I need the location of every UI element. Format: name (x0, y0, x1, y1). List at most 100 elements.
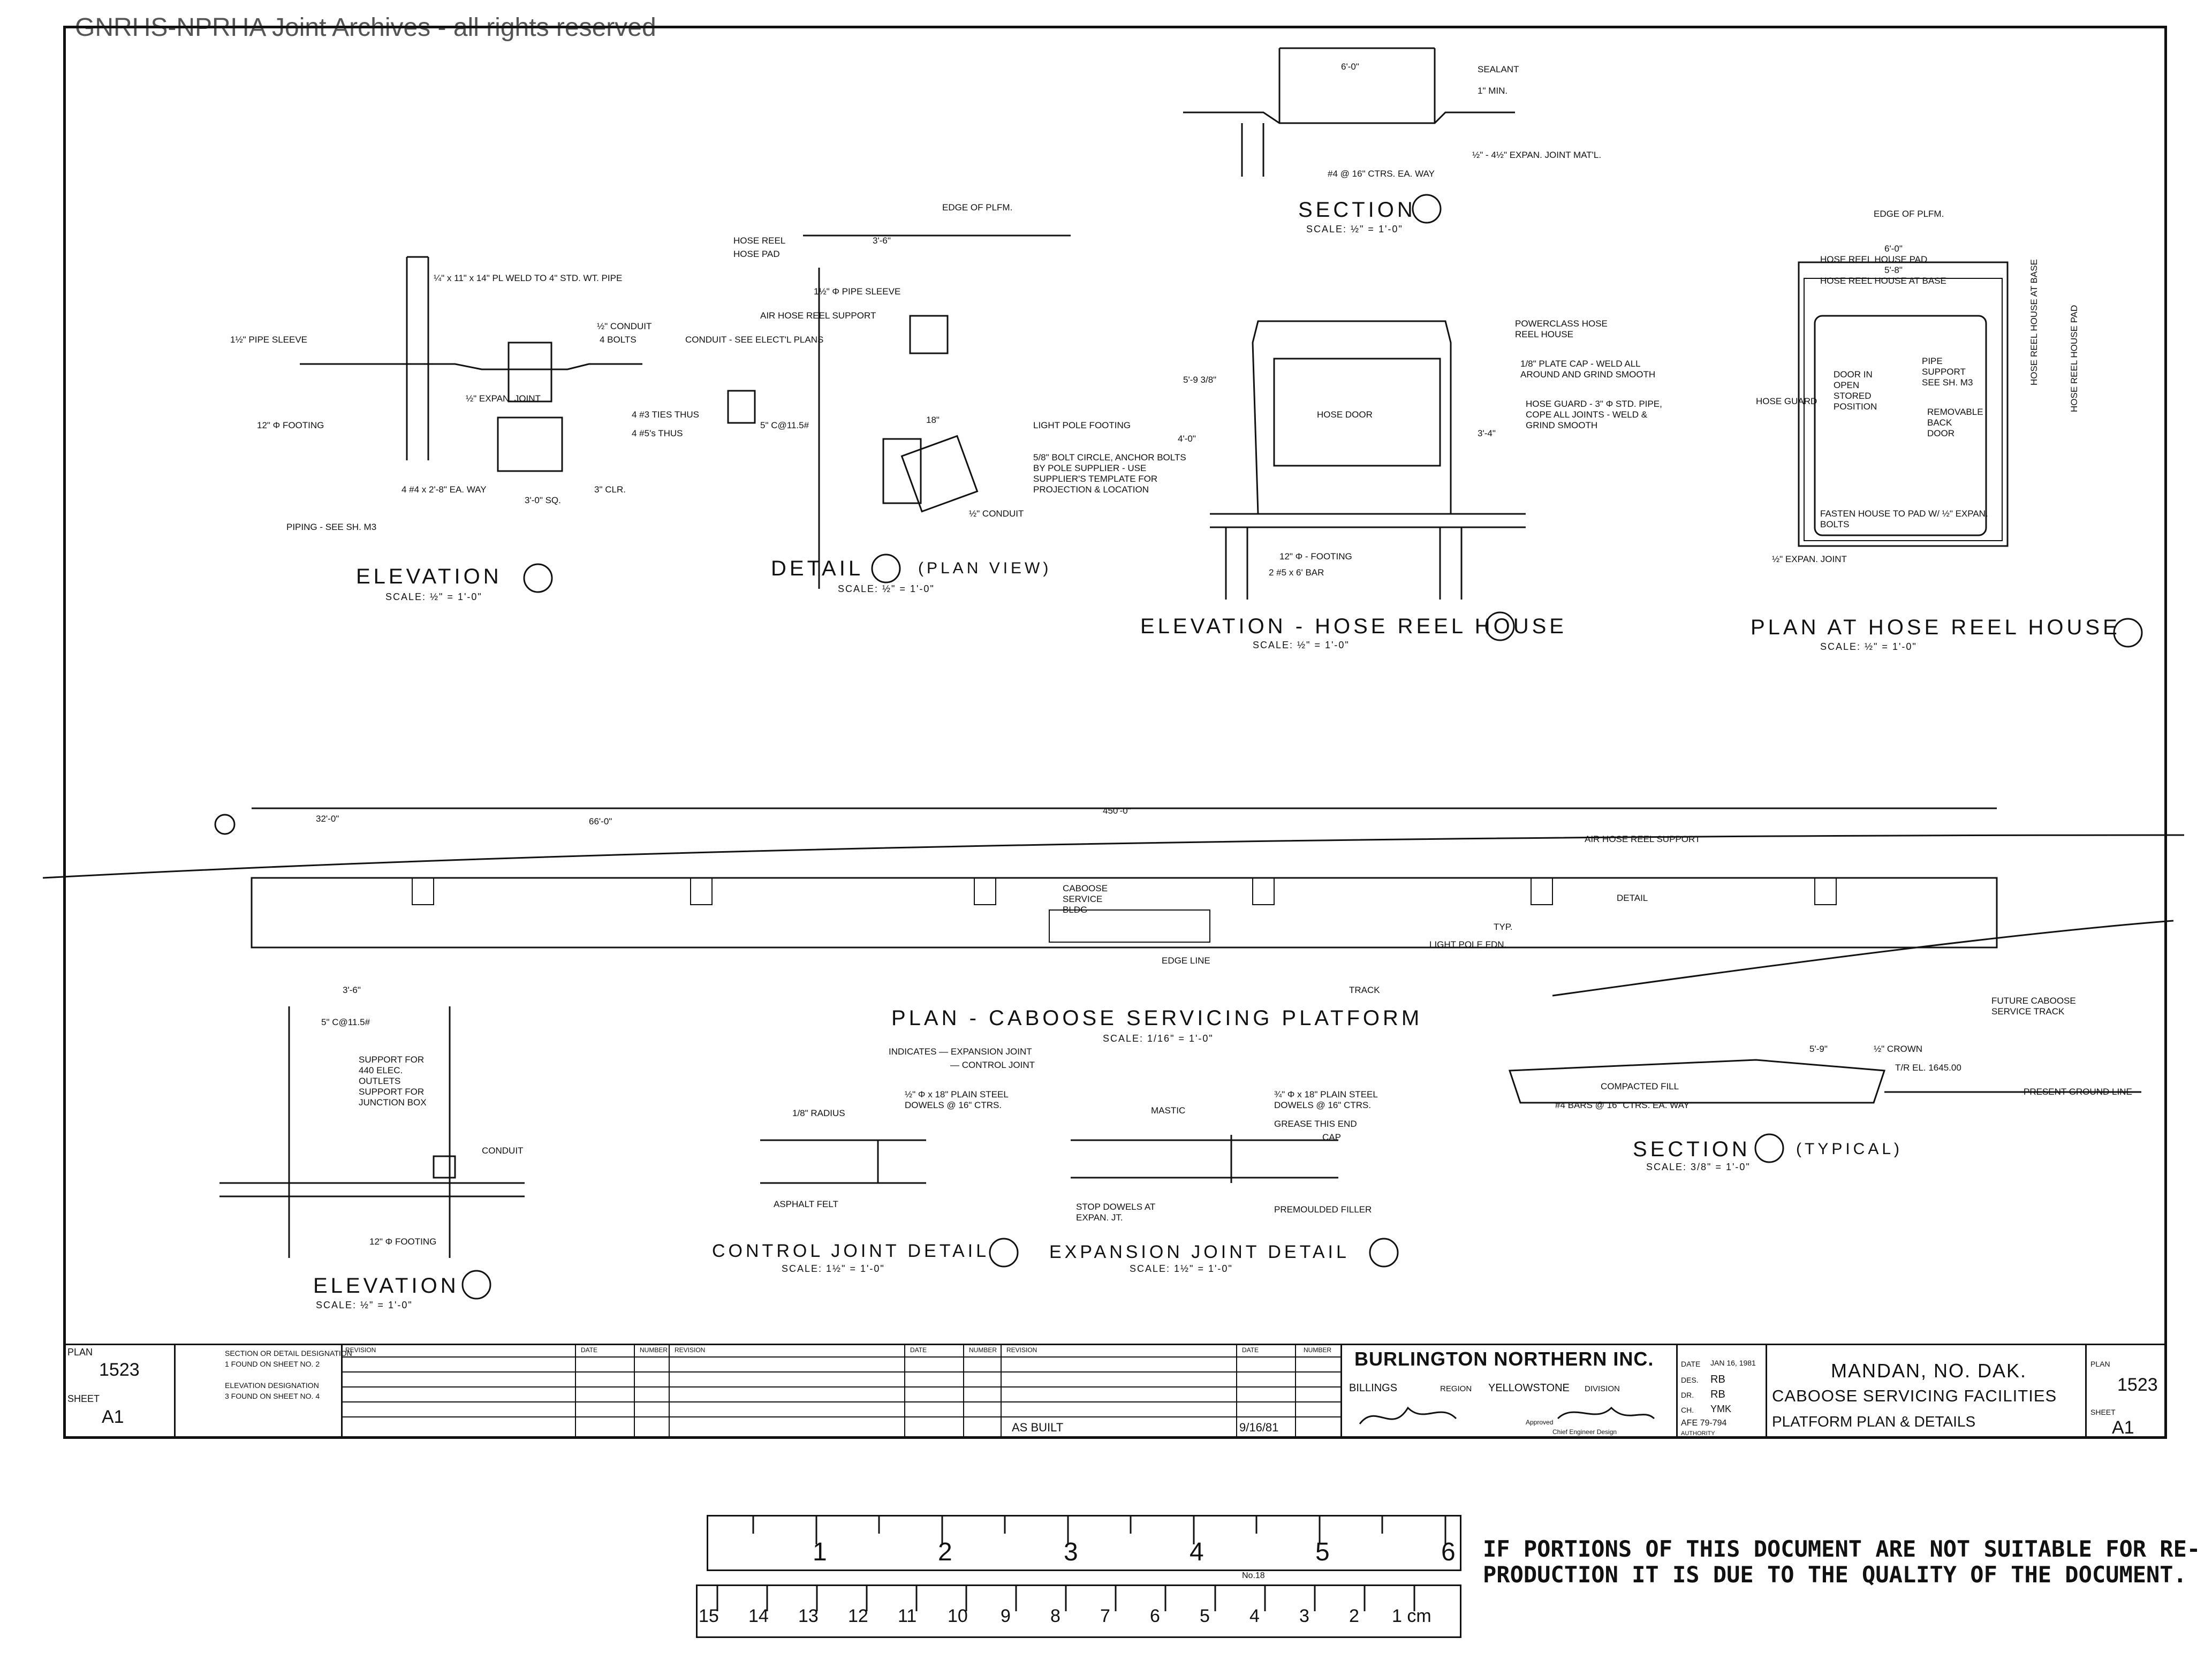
ruler-inch-5: 5 (1315, 1538, 1330, 1566)
plan-4-note-edge: EDGE OF PLFM. (1874, 209, 1944, 219)
platform-note-length: 450'-0" (1103, 806, 1131, 816)
elevation-7-note-plate: ¼" x 11" x 14" PL WELD TO 4" STD. WT. PI… (434, 273, 623, 283)
key-elevation-designation: ELEVATION DESIGNATION (225, 1381, 319, 1390)
rev-number-header-3: NUMBER (1304, 1346, 1332, 1354)
section-1-note-bars: #4 @ 16" CTRS. EA. WAY (1328, 169, 1435, 179)
section-2-scale: SCALE: 3/8" = 1'-0" (1646, 1162, 1751, 1172)
section-2-note-width: 5'-9" (1809, 1044, 1828, 1054)
ruler-cm-12: 12 (848, 1606, 868, 1626)
ruler-cm-8: 8 (1050, 1606, 1060, 1626)
section-2-note-bars: #4 BARS @ 16" CTRS. EA. WAY (1555, 1100, 1690, 1110)
ruler-cm-3: 3 (1299, 1606, 1309, 1626)
expansion-joint-note-cap: CAP (1322, 1132, 1341, 1142)
section-2-note-elevation: T/R EL. 1645.00 (1895, 1063, 1961, 1073)
elevation-7-note-piping: PIPING - SEE SH. M3 (286, 522, 377, 532)
section-1-note-width: 6'-0" (1341, 62, 1359, 72)
control-joint-note-radius: 1/8" RADIUS (792, 1108, 845, 1118)
section-1-note-min: 1" MIN. (1478, 86, 1508, 96)
drafter-label: DR. (1681, 1391, 1694, 1399)
platform-note-detail: DETAIL (1617, 893, 1648, 903)
platform-note-track: TRACK (1349, 985, 1380, 995)
ruler-cm-6: 6 (1150, 1606, 1160, 1626)
section-2-note-crown: ½" CROWN (1874, 1044, 1923, 1054)
ruler-cm-5: 5 (1200, 1606, 1210, 1626)
rev-number-header-2: NUMBER (969, 1346, 997, 1354)
elevation-7-note-ties: 4 #3 TIES THUS (632, 410, 699, 420)
platform-note-typ: TYP. (1494, 922, 1513, 932)
reproduction-notice-line-2: PRODUCTION IT IS DUE TO THE QUALITY OF T… (1483, 1561, 2187, 1588)
control-joint-title: CONTROL JOINT DETAIL (712, 1241, 989, 1261)
key-section-designation: SECTION OR DETAIL DESIGNATION (225, 1349, 352, 1358)
region-label: REGION (1440, 1384, 1472, 1393)
elevation-7-note-mesh: 4 #4 x 2'-8" EA. WAY (402, 484, 487, 495)
plan-number: 1523 (99, 1360, 140, 1380)
expansion-joint-title: EXPANSION JOINT DETAIL (1049, 1242, 1350, 1262)
expansion-joint-note-dowels: ¾" Φ x 18" PLAIN STEEL DOWELS @ 16" CTRS… (1274, 1089, 1378, 1110)
detail-6-scale: SCALE: ½" = 1'-0" (838, 583, 935, 594)
project-facility: CABOOSE SERVICING FACILITIES (1772, 1386, 2057, 1405)
detail-6-note-hose-reel: HOSE REEL (733, 236, 786, 246)
plan-4-note-base: HOSE REEL HOUSE AT BASE (1820, 276, 1946, 286)
cm-ruler (696, 1584, 1461, 1638)
platform-note-end: 32'-0" (316, 814, 339, 824)
ruler-cm-7: 7 (1100, 1606, 1110, 1626)
elevation-7-title: ELEVATION (356, 565, 502, 588)
plan-4-note-w2: 5'-8" (1884, 265, 1903, 275)
ruler-inch-4: 4 (1190, 1538, 1204, 1566)
platform-note-edge-line: EDGE LINE (1162, 956, 1210, 966)
approved-label: Approved (1526, 1419, 1554, 1426)
expansion-joint-note-filler: PREMOULDED FILLER (1274, 1204, 1372, 1215)
platform-note-air-hose: AIR HOSE REEL SUPPORT (1585, 834, 1701, 844)
date-value: JAN 16, 1981 (1710, 1359, 1756, 1367)
platform-legend-control: — CONTROL JOINT (950, 1060, 1035, 1070)
afe-value: AFE 79-794 (1681, 1419, 1727, 1428)
ruler-inch-6: 6 (1441, 1538, 1456, 1566)
detail-6-note-sleeve: 1½" Φ PIPE SLEEVE (814, 286, 901, 297)
expansion-joint-note-grease: GREASE THIS END (1274, 1119, 1357, 1129)
elevation-8-note-channel: 5" C@11.5# (321, 1017, 370, 1027)
elevation-7-note-bolts: 4 BOLTS (600, 335, 637, 345)
detail-6-note-18: 18" (926, 415, 940, 425)
ruler-cm-11: 11 (898, 1606, 917, 1626)
detail-6-title: DETAIL (771, 557, 864, 580)
plan-4-title: PLAN AT HOSE REEL HOUSE (1751, 616, 2120, 639)
ruler-cm-2: 2 (1349, 1606, 1359, 1626)
authority-label: AUTHORITY (1681, 1430, 1715, 1437)
section-1-note-sealant: SEALANT (1478, 64, 1519, 74)
plan-4-note-door: DOOR IN OPEN STORED POSITION (1834, 369, 1877, 412)
chief-engineer-label: Chief Engineer Design (1552, 1428, 1617, 1436)
elevation-5-title: ELEVATION - HOSE REEL HOUSE (1140, 615, 1567, 638)
ruler-cm-9: 9 (1001, 1606, 1011, 1626)
section-2-note-future-track: FUTURE CABOOSE SERVICE TRACK (1991, 996, 2076, 1017)
elevation-8-note-conduit: CONDUIT (482, 1146, 524, 1156)
elevation-7-note-footing: 12" Φ FOOTING (257, 420, 324, 430)
elevation-5-note-guard: HOSE GUARD - 3" Φ STD. PIPE, COPE ALL JO… (1526, 399, 1662, 430)
section-2-note-fill: COMPACTED FILL (1601, 1081, 1679, 1091)
drafter-value: RB (1710, 1389, 1725, 1400)
section-2-title: SECTION (1633, 1138, 1751, 1161)
plan-number-right: 1523 (2117, 1375, 2158, 1395)
detail-6-note-conduit: CONDUIT - SEE ELECT'L PLANS (685, 335, 824, 345)
elevation-5-note-house: POWERCLASS HOSE REEL HOUSE (1515, 319, 1608, 339)
ruler-cm-1: 1 cm (1392, 1606, 1431, 1626)
control-joint-note-dowels: ½" Φ x 18" PLAIN STEEL DOWELS @ 16" CTRS… (905, 1089, 1009, 1110)
platform-note-building: CABOOSE SERVICE BLDG (1063, 883, 1108, 915)
rev-date-header-1: DATE (581, 1346, 598, 1354)
elevation-5-note-door: HOSE DOOR (1317, 410, 1373, 420)
reproduction-notice: IF PORTIONS OF THIS DOCUMENT ARE NOT SUI… (1483, 1536, 2200, 1588)
elevation-5-note-bar: 2 #5 x 6' BAR (1269, 567, 1324, 578)
ruler-inch-1: 1 (813, 1538, 827, 1566)
ruler-model: No.18 (1242, 1571, 1265, 1580)
platform-plan-scale: SCALE: 1/16" = 1'-0" (1103, 1033, 1214, 1044)
plan-4-note-back-door: REMOVABLE BACK DOOR (1927, 407, 1983, 438)
elevation-5-note-cap: 1/8" PLATE CAP - WELD ALL AROUND AND GRI… (1520, 359, 1656, 380)
platform-note-light-pole: LIGHT POLE FDN. (1429, 939, 1507, 950)
plan-4-note-w1: 6'-0" (1884, 244, 1903, 254)
ruler-cm-15: 15 (699, 1606, 719, 1626)
expansion-joint-scale: SCALE: 1½" = 1'-0" (1130, 1263, 1233, 1274)
key-elevation-sheet: 3 FOUND ON SHEET NO. 4 (225, 1392, 320, 1400)
ruler-inch-3: 3 (1064, 1538, 1078, 1566)
